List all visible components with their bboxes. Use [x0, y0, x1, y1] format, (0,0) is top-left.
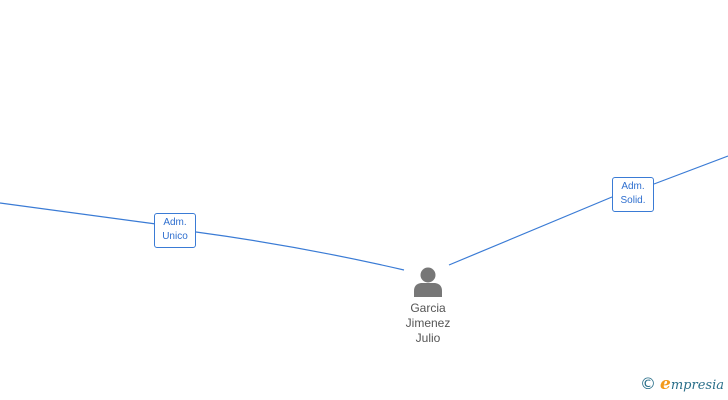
person-name-line: Jimenez	[405, 316, 451, 330]
edge-left-to-person	[0, 202, 405, 271]
copyright-icon: ©	[640, 374, 657, 393]
brand-initial: e	[660, 374, 671, 394]
brand-watermark: © empresia	[640, 374, 724, 394]
person-icon	[414, 267, 442, 297]
edge-label-line: Solid.	[620, 195, 646, 206]
brand-rest: mpresia	[670, 378, 724, 393]
edge-label-adm-solid[interactable]: Adm. Solid.	[612, 177, 654, 212]
edge-label-adm-unico[interactable]: Adm. Unico	[154, 213, 196, 248]
edge-label-line: Adm.	[621, 181, 645, 192]
person-name-line: Julio	[415, 331, 441, 345]
edge-label-line: Adm.	[163, 217, 187, 228]
person-name-line: Garcia	[410, 301, 446, 315]
brand-logo: empresia	[660, 374, 724, 394]
edge-label-line: Unico	[162, 231, 188, 242]
edge-person-to-right	[448, 155, 728, 266]
person-node[interactable]: Garcia Jimenez Julio	[388, 266, 468, 346]
person-name: Garcia Jimenez Julio	[388, 301, 468, 346]
